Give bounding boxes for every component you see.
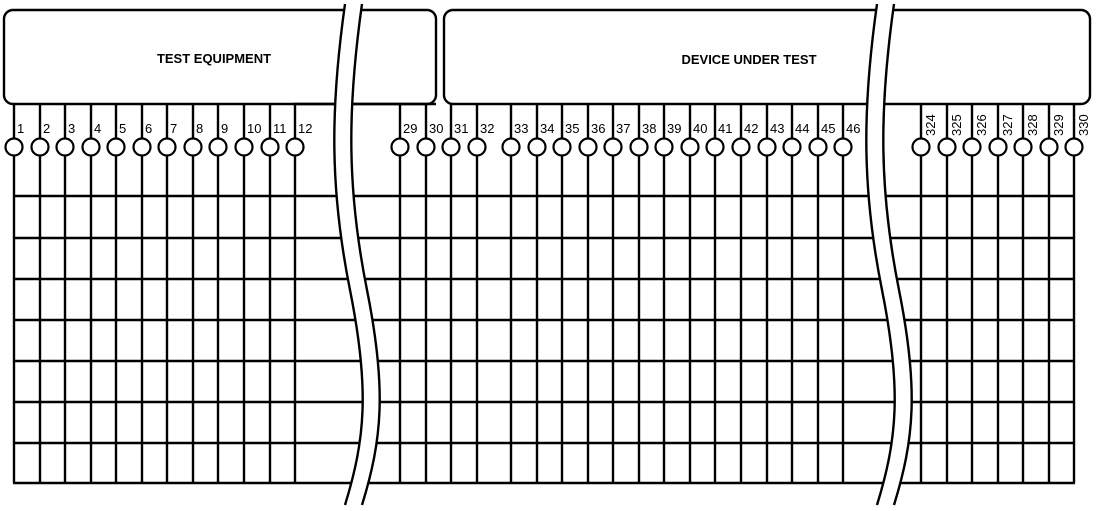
pin-terminal-46 [833,137,853,157]
break-band-2 [866,2,912,508]
pin-number-8: 8 [196,121,204,136]
pin-number-326: 326 [974,114,989,136]
pin-number-6: 6 [145,121,153,136]
pin-number-327: 327 [1000,114,1015,136]
pin-terminal-44 [782,137,802,157]
pin-number-329: 329 [1051,114,1066,136]
pin-terminal-324 [911,137,931,157]
break-line-left-1 [333,3,364,506]
pin-number-10: 10 [247,121,262,136]
pin-terminal-329 [1039,137,1059,157]
pin-terminal-31 [441,137,461,157]
pin-terminal-7 [157,137,177,157]
pin-number-328: 328 [1025,114,1040,136]
pin-terminal-325 [937,137,957,157]
pin-terminal-327 [988,137,1008,157]
pin-number-34: 34 [540,121,555,136]
pin-terminal-8 [183,137,203,157]
pin-number-32: 32 [480,121,495,136]
pin-number-35: 35 [565,121,580,136]
pin-terminal-6 [132,137,152,157]
pin-terminal-30 [416,137,436,157]
pin-number-41: 41 [718,121,733,136]
pin-terminal-40 [680,137,700,157]
pin-terminal-11 [260,137,280,157]
pin-terminal-36 [578,137,598,157]
pin-terminal-3 [55,137,75,157]
pin-terminal-42 [731,137,751,157]
pin-terminal-35 [552,137,572,157]
pin-number-31: 31 [454,121,469,136]
pin-number-3: 3 [68,121,76,136]
pin-terminal-4 [81,137,101,157]
pin-number-5: 5 [119,121,127,136]
pin-terminal-12 [285,137,305,157]
pin-number-325: 325 [949,114,964,136]
pin-terminal-326 [962,137,982,157]
pin-terminal-33 [501,137,521,157]
pin-number-46: 46 [846,121,861,136]
pin-number-43: 43 [770,121,785,136]
pin-number-42: 42 [744,121,759,136]
pin-number-4: 4 [94,121,102,136]
pin-terminal-10 [234,137,254,157]
pin-number-7: 7 [170,121,178,136]
pin-terminal-32 [467,137,487,157]
pin-terminal-9 [208,137,228,157]
pin-number-324: 324 [923,114,938,136]
pin-number-1: 1 [17,121,25,136]
pin-number-40: 40 [693,121,708,136]
pin-terminal-328 [1013,137,1033,157]
pin-terminal-45 [808,137,828,157]
pin-number-45: 45 [821,121,836,136]
pin-terminal-37 [603,137,623,157]
pin-number-30: 30 [429,121,444,136]
break-line-left-2 [865,3,896,506]
pin-number-2: 2 [43,121,51,136]
pin-number-33: 33 [514,121,529,136]
device-under-test-label: DEVICE UNDER TEST [681,52,817,67]
pin-terminal-29 [390,137,410,157]
pin-terminal-39 [654,137,674,157]
pin-terminal-34 [527,137,547,157]
pin-number-12: 12 [298,121,313,136]
pin-terminal-1 [4,137,24,157]
pin-terminal-330 [1064,137,1084,157]
break-line-right-2 [882,3,913,506]
break-band-1 [334,2,380,508]
pin-number-44: 44 [795,121,810,136]
test-equipment-label: TEST EQUIPMENT [156,51,272,66]
test-equipment-box [2,8,438,106]
pin-number-11: 11 [273,121,287,136]
pin-number-29: 29 [403,121,418,136]
pin-terminal-41 [705,137,725,157]
pin-terminal-43 [757,137,777,157]
pin-terminal-38 [629,137,649,157]
pin-terminal-2 [30,137,50,157]
pin-number-37: 37 [616,121,631,136]
pin-terminal-5 [106,137,126,157]
pin-number-38: 38 [642,121,657,136]
break-line-right-1 [350,3,381,506]
pin-number-9: 9 [221,121,229,136]
pin-number-330: 330 [1076,114,1091,136]
pin-number-39: 39 [667,121,682,136]
pin-number-36: 36 [591,121,606,136]
